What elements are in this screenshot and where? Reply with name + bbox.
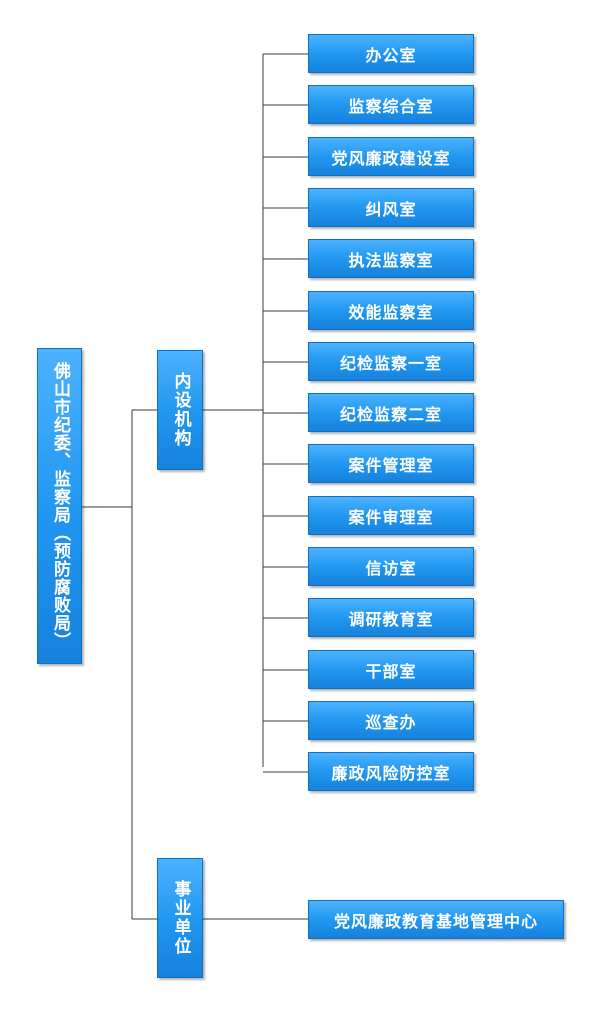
dept-node: 纪检监察二室 (308, 393, 474, 432)
dept-node: 办公室 (308, 34, 474, 73)
dept-node: 廉政风险防控室 (308, 752, 474, 791)
branch-public-institutions: 事业单位 (157, 858, 203, 978)
dept-node: 巡查办 (308, 701, 474, 740)
dept-node: 纪检监察一室 (308, 342, 474, 381)
dept-node: 干部室 (308, 650, 474, 689)
dept-node: 执法监察室 (308, 239, 474, 278)
dept-node: 纠风室 (308, 188, 474, 227)
dept-node: 案件审理室 (308, 496, 474, 535)
dept-node: 案件管理室 (308, 444, 474, 483)
branch-internal-departments: 内设机构 (157, 350, 203, 470)
root-node: 佛山市纪委、监察局（预防腐败局） (37, 348, 82, 664)
dept-node-education-center: 党风廉政教育基地管理中心 (308, 900, 564, 939)
dept-node: 党风廉政建设室 (308, 137, 474, 176)
dept-node: 效能监察室 (308, 291, 474, 330)
dept-node: 监察综合室 (308, 85, 474, 124)
dept-node: 信访室 (308, 547, 474, 586)
dept-node: 调研教育室 (308, 598, 474, 637)
